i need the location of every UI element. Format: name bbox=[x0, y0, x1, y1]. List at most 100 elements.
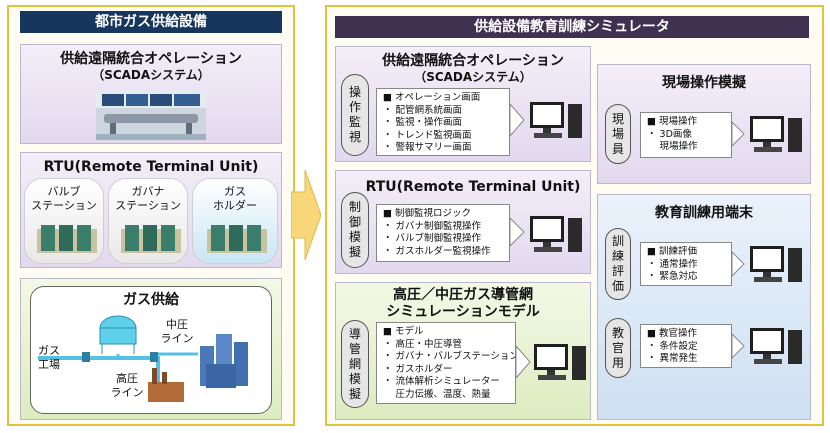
pc-computer-icon bbox=[750, 328, 802, 364]
trainee-callout: ■ 訓練評価 ・ 通常操作 ・ 緊急対応 bbox=[640, 242, 732, 286]
gas-plant-label-1: ガス bbox=[38, 344, 60, 357]
valve-equipment-icon bbox=[37, 225, 97, 253]
pc-computer-icon bbox=[534, 344, 586, 380]
callout-item: ・ 通常操作 bbox=[647, 258, 698, 270]
callout-item: 現場操作 bbox=[647, 141, 698, 152]
left-scada-subtitle: （SCADAシステム） bbox=[92, 68, 210, 82]
trainee-label-char: 価 bbox=[611, 279, 624, 293]
callout-item: ■ 訓練評価 bbox=[647, 246, 697, 257]
station-valve: バルブ ステーション bbox=[24, 178, 104, 264]
callout-item: ■ モデル bbox=[383, 326, 424, 337]
right-field-label-char: 場 bbox=[611, 126, 624, 141]
pc-computer-icon bbox=[530, 102, 582, 138]
gas-plant-label-2: 工場 bbox=[38, 358, 60, 371]
callout-item: ・ 警報サマリー画面 bbox=[383, 142, 472, 153]
right-network-label-char: 擬 bbox=[348, 386, 361, 401]
callout-item: ・ 緊急対応 bbox=[647, 271, 698, 282]
right-network-callout: ■ モデル ・ 高圧・中圧導管 ・ ガバナ・バルブステーション ・ ガスホルダー… bbox=[376, 322, 519, 404]
right-field-label-char: 現 bbox=[611, 111, 624, 126]
high-line-label-1: 高圧 bbox=[116, 372, 138, 385]
station-valve-label-2: ステーション bbox=[31, 199, 97, 212]
governor-equipment-icon bbox=[121, 225, 181, 253]
right-field-label-char: 員 bbox=[611, 141, 624, 156]
callout-item: ■ 現場操作 bbox=[647, 116, 697, 127]
callout-item: ・ 流体解析シミュレーター bbox=[383, 376, 500, 387]
callout-item: ・ 3D画像 bbox=[647, 128, 692, 140]
callout-item: ■ 教官操作 bbox=[647, 328, 697, 339]
mid-line-label-1: 中圧 bbox=[166, 318, 188, 331]
station-governor-label-1: ガバナ bbox=[131, 185, 165, 198]
right-network-label-char: 網 bbox=[348, 356, 361, 371]
left-rtu-title: RTU(Remote Terminal Unit) bbox=[43, 159, 259, 175]
right-network-title-1: 高圧／中圧ガス導管網 bbox=[393, 287, 533, 303]
left-gas-title: ガス供給 bbox=[123, 292, 179, 308]
pc-computer-icon bbox=[530, 216, 582, 252]
right-network-label-char: 導 bbox=[348, 326, 361, 341]
callout-item: ・ ガスホルダー bbox=[383, 363, 453, 375]
callout-item: ・ 高圧・中圧導管 bbox=[383, 338, 463, 350]
callout-item: ■ オペレーション画面 bbox=[383, 92, 481, 103]
trainee-label-char: 練 bbox=[611, 249, 624, 263]
station-governor-label-2: ステーション bbox=[115, 199, 181, 212]
callout-item: ・ ガバナ・バルブステーション bbox=[383, 351, 519, 362]
right-scada-callout: ■ オペレーション画面 ・ 配管網系統画面 ・ 監視・操作画面 ・ トレンド監視… bbox=[376, 88, 510, 156]
right-scada-label-char: 作 bbox=[348, 100, 361, 114]
right-rtu-callout: ■ 制御監視ロジック ・ ガバナ制御監視操作 ・ バルブ制御監視操作 ・ ガスホ… bbox=[376, 204, 510, 262]
right-network-label-char: 模 bbox=[348, 371, 361, 386]
right-field-callout: ■ 現場操作 ・ 3D画像 現場操作 bbox=[640, 112, 732, 158]
right-rtu-label-char: 制 bbox=[348, 200, 361, 214]
left-header: 都市ガス供給設備 bbox=[20, 11, 282, 33]
callout-item: ・ 監視・操作画面 bbox=[383, 117, 463, 128]
right-field-label: 現 場 員 bbox=[605, 104, 631, 164]
trainee-label-char: 評 bbox=[611, 264, 624, 278]
right-scada-label-char: 操 bbox=[348, 85, 361, 99]
right-network-label: 導 管 網 模 擬 bbox=[341, 320, 369, 408]
station-holder-label-1: ガス bbox=[224, 185, 246, 198]
callout-item: ・ バルブ制御監視操作 bbox=[383, 233, 482, 244]
station-governor: ガバナ ステーション bbox=[108, 178, 188, 264]
high-line-label-2: ライン bbox=[110, 386, 144, 399]
right-rtu-title: RTU(Remote Terminal Unit) bbox=[365, 179, 581, 195]
callout-item: ■ 制御監視ロジック bbox=[383, 208, 471, 219]
right-network-label-char: 管 bbox=[348, 341, 361, 356]
mid-line-label-2: ライン bbox=[160, 332, 194, 345]
callout-item: ・ ガバナ制御監視操作 bbox=[383, 220, 482, 232]
gas-network-illustration bbox=[38, 315, 248, 402]
right-terminal-box: 教育訓練用端末 bbox=[597, 194, 811, 420]
right-scada-subtitle: （SCADAシステム） bbox=[414, 70, 532, 84]
instructor-label-char: 用 bbox=[611, 355, 624, 370]
pc-computer-icon bbox=[750, 116, 802, 152]
pc-computer-icon bbox=[750, 246, 802, 282]
left-scada-title: 供給遠隔統合オペレーション bbox=[60, 51, 242, 67]
station-holder: ガス ホルダー bbox=[192, 178, 278, 264]
right-scada-label-char: 視 bbox=[348, 130, 361, 144]
instructor-label: 教 官 用 bbox=[605, 318, 631, 378]
callout-item: ・ ガスホルダー監視操作 bbox=[383, 245, 491, 257]
right-rtu-label-char: 模 bbox=[348, 230, 361, 244]
station-holder-label-2: ホルダー bbox=[213, 199, 257, 212]
right-scada-title: 供給遠隔統合オペレーション bbox=[382, 53, 564, 69]
callout-item: 圧力伝搬、温度、熱量 bbox=[383, 388, 491, 400]
callout-item: ・ 配管網系統画面 bbox=[383, 104, 463, 116]
trainee-label: 訓 練 評 価 bbox=[605, 228, 631, 300]
trainee-label-char: 訓 bbox=[611, 234, 624, 248]
right-rtu-label-char: 擬 bbox=[348, 245, 361, 259]
right-scada-label-char: 監 bbox=[348, 115, 361, 129]
station-valve-label-1: バルブ bbox=[47, 185, 81, 198]
callout-item: ・ 異常発生 bbox=[647, 353, 698, 364]
control-room-photo bbox=[96, 90, 206, 140]
callout-item: ・ トレンド監視画面 bbox=[383, 129, 472, 141]
right-rtu-label: 制 御 模 擬 bbox=[341, 192, 369, 268]
right-rtu-label-char: 御 bbox=[348, 215, 361, 229]
right-scada-label: 操 作 監 視 bbox=[341, 74, 369, 156]
flow-arrow-icon bbox=[291, 170, 321, 260]
holder-equipment-icon bbox=[207, 225, 267, 253]
right-network-title-2: シミュレーションモデル bbox=[386, 304, 540, 320]
left-scada-box: 供給遠隔統合オペレーション （SCADAシステム） bbox=[20, 44, 282, 144]
right-header: 供給設備教育訓練シミュレータ bbox=[335, 16, 809, 38]
callout-item: ・ 条件設定 bbox=[647, 340, 698, 352]
right-terminal-title: 教育訓練用端末 bbox=[655, 205, 753, 221]
instructor-label-char: 教 bbox=[611, 325, 624, 340]
instructor-callout: ■ 教官操作 ・ 条件設定 ・ 異常発生 bbox=[640, 324, 732, 368]
instructor-label-char: 官 bbox=[611, 340, 624, 355]
